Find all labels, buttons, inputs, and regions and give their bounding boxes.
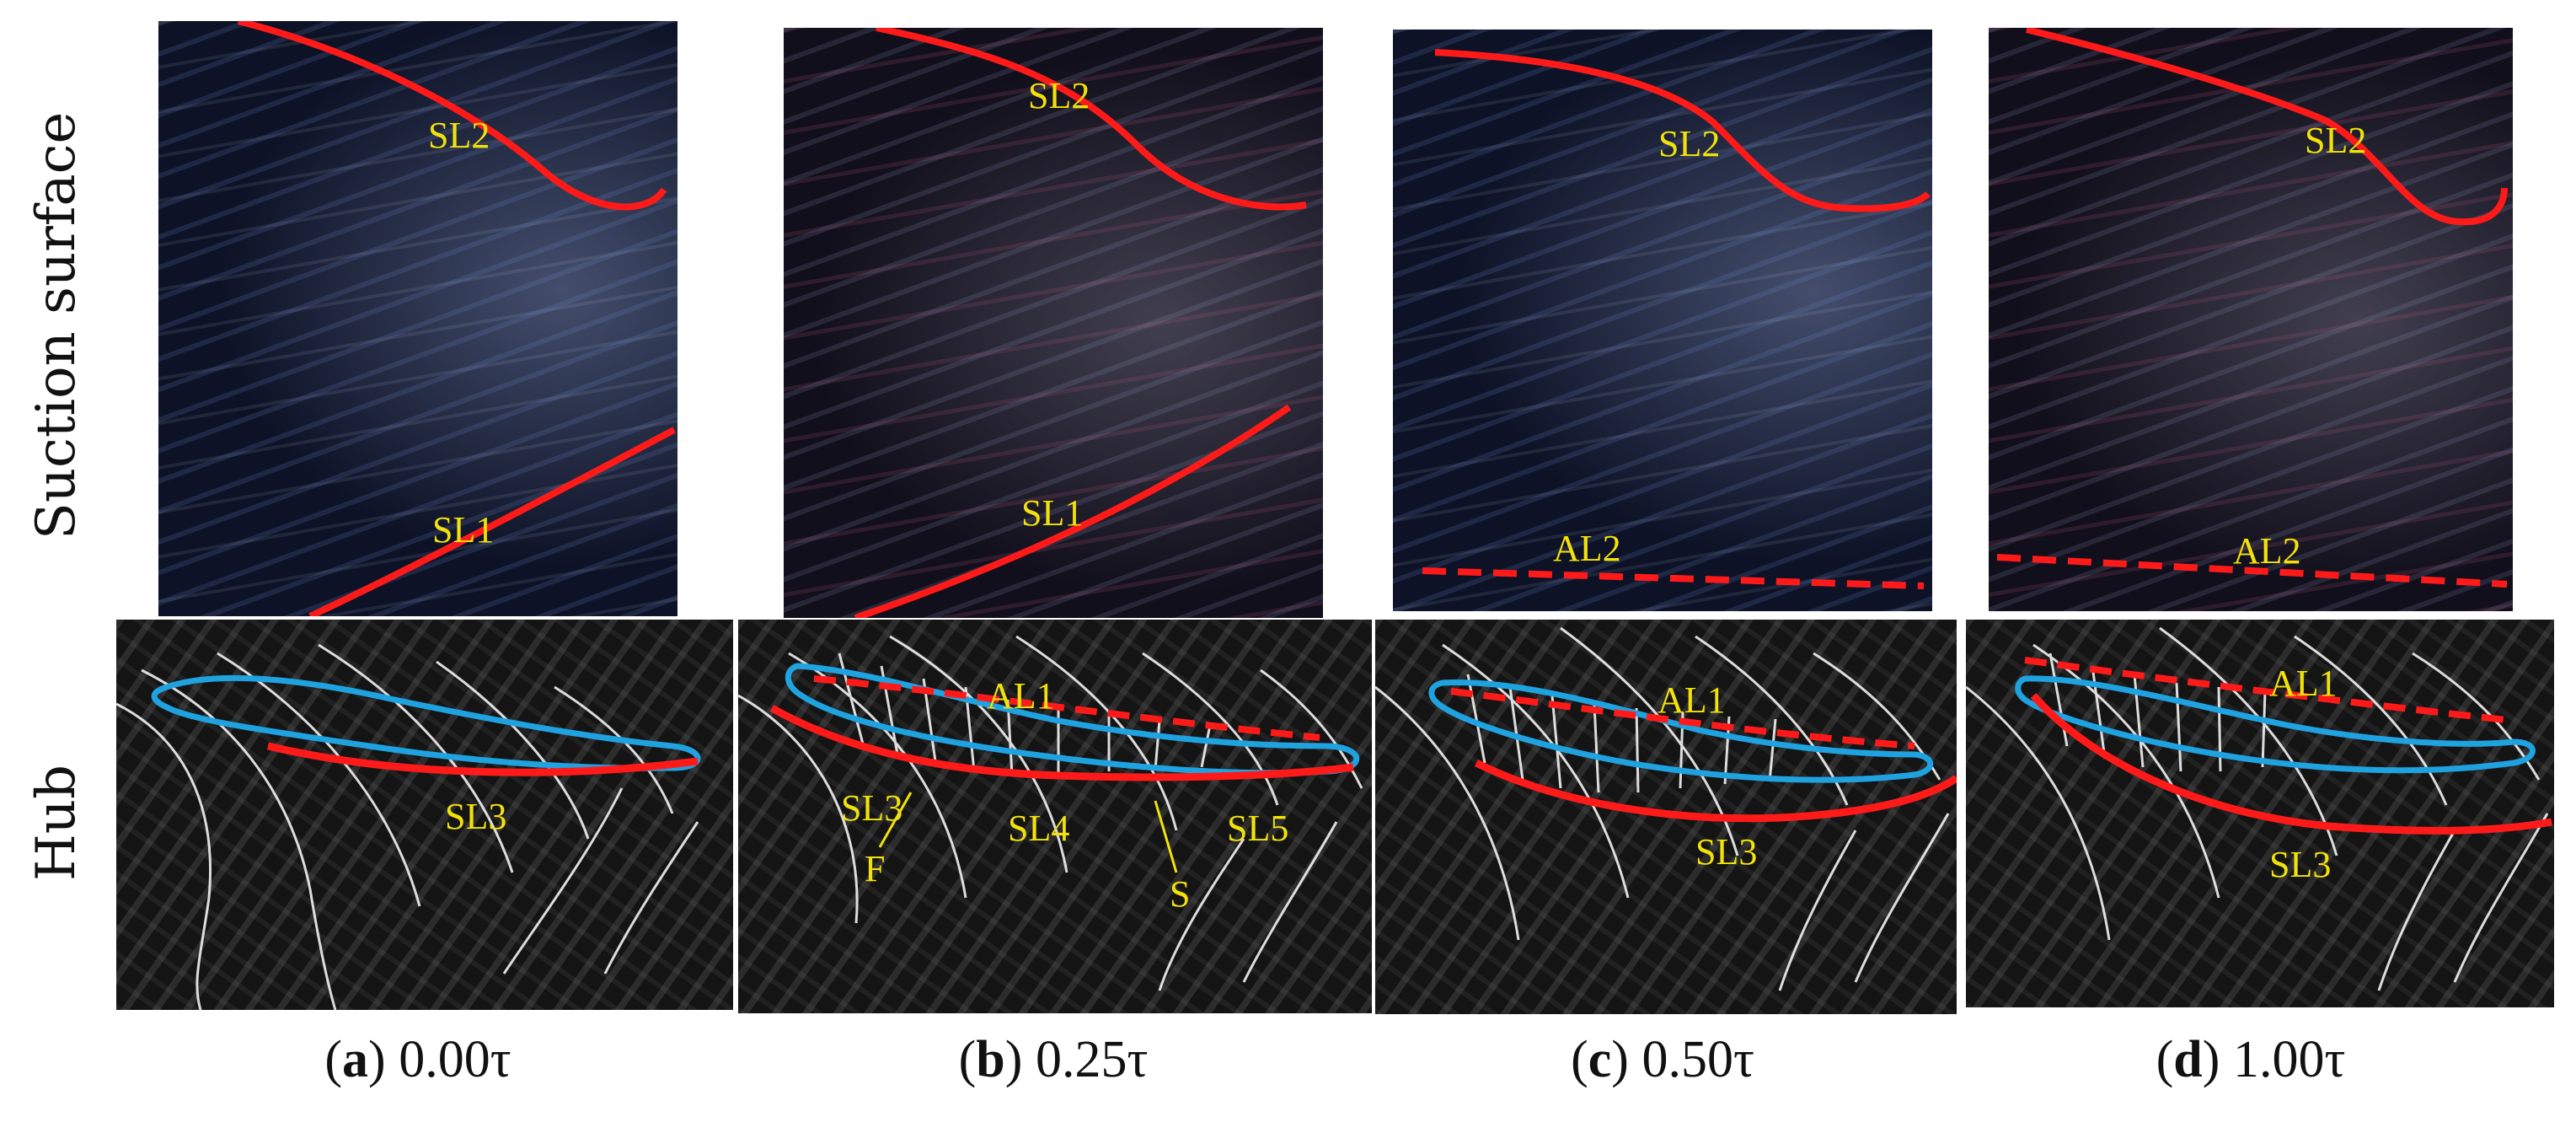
label-al2: AL2 bbox=[1553, 528, 1621, 569]
separation-line-sl1 bbox=[854, 404, 1292, 618]
label-al2: AL2 bbox=[2233, 530, 2301, 572]
attachment-line-al2 bbox=[1996, 554, 2508, 588]
separation-line-sl2 bbox=[1434, 49, 1931, 212]
caption-c: (c) 0.50τ bbox=[1571, 1031, 1754, 1088]
suction-overlay-c: SL2 AL2 bbox=[1422, 49, 1931, 589]
hub-overlay-d: AL1 SL3 bbox=[1966, 626, 2552, 991]
streamlines bbox=[1966, 626, 2549, 991]
hub-photo-a: SL3 bbox=[116, 620, 733, 1010]
label-f: F bbox=[865, 848, 885, 889]
label-s: S bbox=[1170, 873, 1190, 915]
label-sl3: SL3 bbox=[841, 787, 902, 829]
label-sl1: SL1 bbox=[432, 509, 494, 550]
separation-line-sl2 bbox=[876, 28, 1307, 211]
suction-photo-d: SL2 AL2 bbox=[1989, 28, 2513, 611]
attachment-line-al2 bbox=[1422, 567, 1925, 589]
separation-line-sl1 bbox=[308, 427, 676, 616]
separation-line-sl3 bbox=[769, 705, 1354, 781]
suction-overlay-b: SL2 SL1 bbox=[854, 28, 1307, 618]
label-al1: AL1 bbox=[2269, 663, 2338, 704]
attachment-line-al1 bbox=[2024, 657, 2514, 724]
separation-line-sl3 bbox=[266, 742, 699, 776]
label-sl3: SL3 bbox=[1695, 831, 1757, 873]
hub-photo-b: AL1 SL3 F SL4 S SL5 bbox=[738, 620, 1372, 1013]
label-sl3: SL3 bbox=[2269, 844, 2331, 885]
label-al1: AL1 bbox=[1658, 679, 1726, 721]
suction-photo-c: SL2 AL2 bbox=[1393, 30, 1932, 611]
label-sl5: SL5 bbox=[1227, 808, 1288, 849]
suction-overlay-d: SL2 AL2 bbox=[1996, 28, 2508, 588]
blade-outline bbox=[2015, 675, 2536, 774]
suction-photo-b: SL2 SL1 bbox=[784, 28, 1323, 618]
separation-line-sl3 bbox=[2030, 693, 2552, 835]
hub-overlay-b: AL1 SL3 F SL4 S SL5 bbox=[738, 635, 1363, 991]
label-sl1: SL1 bbox=[1021, 492, 1083, 534]
attachment-line-al1 bbox=[1450, 688, 1915, 749]
hub-overlay-c: AL1 SL3 bbox=[1375, 626, 1957, 991]
label-sl3: SL3 bbox=[445, 796, 506, 837]
blade-outline bbox=[151, 674, 701, 771]
suction-overlay-a: SL2 SL1 bbox=[237, 21, 676, 616]
separation-line-sl2 bbox=[237, 21, 667, 211]
label-sl2: SL2 bbox=[428, 115, 490, 156]
suction-photo-a: SL2 SL1 bbox=[158, 21, 677, 616]
pointer-s bbox=[1154, 800, 1178, 873]
label-sl2: SL2 bbox=[2305, 120, 2366, 161]
pointer-f bbox=[878, 792, 913, 848]
caption-b: (b) 0.25τ bbox=[958, 1031, 1149, 1088]
hub-overlay-a: SL3 bbox=[116, 643, 701, 1010]
hub-photo-d: AL1 SL3 bbox=[1966, 620, 2554, 1007]
separation-line-sl2 bbox=[2026, 28, 2508, 226]
label-sl4: SL4 bbox=[1008, 808, 1069, 849]
label-sl2: SL2 bbox=[1658, 123, 1720, 164]
caption-d: (d) 1.00τ bbox=[2156, 1031, 2346, 1088]
caption-a: (a) 0.00τ bbox=[324, 1031, 511, 1088]
label-sl2: SL2 bbox=[1028, 75, 1090, 116]
label-al1: AL1 bbox=[987, 675, 1055, 717]
row-label-suction-surface: Suction surface bbox=[25, 111, 88, 540]
separation-line-sl3 bbox=[1474, 759, 1957, 823]
row-label-hub: Hub bbox=[25, 765, 88, 881]
hub-photo-c: AL1 SL3 bbox=[1375, 620, 1957, 1014]
